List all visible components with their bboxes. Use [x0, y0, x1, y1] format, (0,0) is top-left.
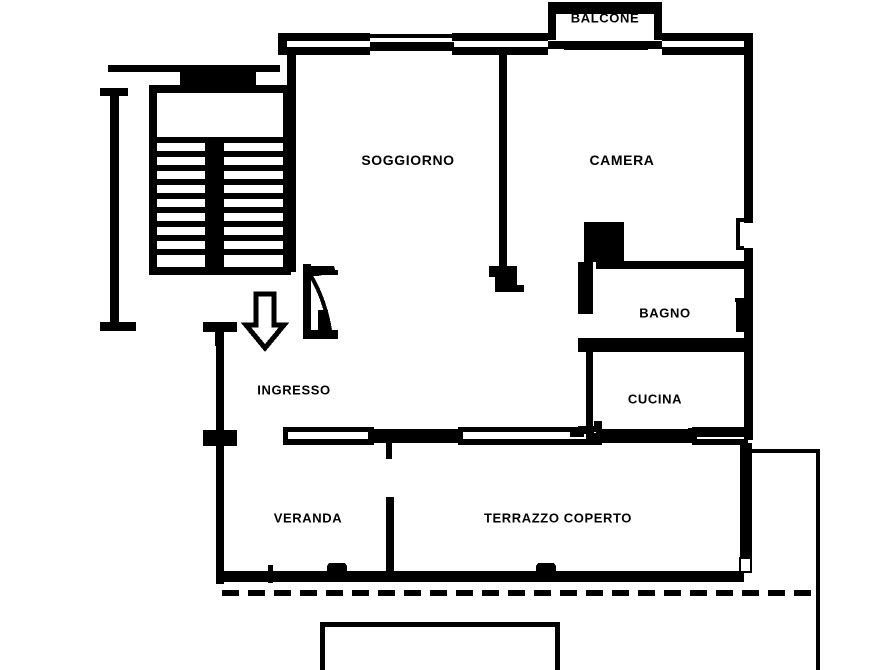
terrace-perimeter: [203, 322, 752, 584]
room-label-camera: CAMERA: [589, 152, 655, 168]
wall-geometry-group: [100, 2, 820, 670]
room-label-cucina: CUCINA: [627, 391, 683, 407]
bagno-walls: [578, 261, 744, 352]
veranda-north-wall: [283, 421, 748, 459]
living-area-perimeter: [287, 33, 753, 440]
balcone-outline: [548, 2, 662, 40]
room-label-bagno: BAGNO: [639, 305, 691, 321]
room-label-ingresso: INGRESSO: [257, 382, 331, 398]
room-label-veranda: VERANDA: [273, 510, 343, 526]
room-label-balcone: BALCONE: [570, 10, 640, 26]
entrance-direction-arrow: [240, 291, 290, 352]
entrance-door-group: [204, 264, 338, 346]
room-label-soggiorno: SOGGIORNO: [361, 152, 455, 168]
room-label-terrazzo-coperto: TERRAZZO COPERTO: [483, 510, 633, 526]
closet-niche-shape: [584, 222, 624, 262]
lower-structure-outline: [320, 622, 560, 670]
exterior-boundary-outline: [752, 449, 820, 670]
